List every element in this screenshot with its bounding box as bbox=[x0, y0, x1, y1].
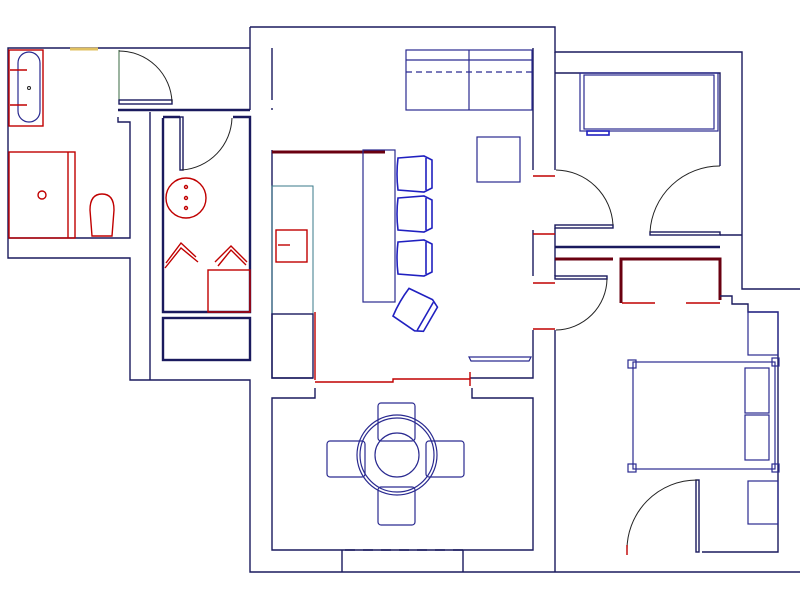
toilet-icon bbox=[89, 193, 115, 237]
heater-dot bbox=[183, 184, 189, 190]
dining-table bbox=[356, 414, 438, 496]
outer-wall bbox=[250, 26, 800, 290]
bedroom-1 bbox=[554, 72, 742, 249]
bed-2 bbox=[632, 361, 776, 470]
door-swing-icon bbox=[626, 479, 698, 553]
shower-drain-icon bbox=[37, 190, 47, 200]
coffee-table bbox=[476, 136, 521, 183]
door-swing-icon bbox=[181, 117, 233, 171]
door-leaf bbox=[554, 275, 608, 280]
outer-wall-left-wing bbox=[7, 47, 800, 573]
bed-1-mattress bbox=[583, 74, 715, 130]
door-swing-icon bbox=[118, 50, 173, 103]
dining-chair bbox=[425, 440, 465, 478]
shower-tray bbox=[8, 151, 76, 239]
dining-chair bbox=[377, 402, 416, 442]
sliding-door bbox=[315, 378, 470, 383]
closet-door-leaf bbox=[179, 116, 184, 171]
door-leaf bbox=[554, 224, 614, 229]
bedroom-2 bbox=[626, 311, 780, 555]
bathroom bbox=[8, 47, 131, 239]
door-leaf bbox=[649, 231, 721, 236]
bar-stool bbox=[396, 155, 433, 193]
dining-room bbox=[271, 388, 534, 572]
living-wall-right bbox=[470, 330, 534, 379]
nightstand bbox=[747, 311, 779, 356]
washbasin-icon bbox=[17, 51, 41, 123]
hallway bbox=[118, 48, 251, 380]
bed-post bbox=[771, 357, 780, 367]
pillow bbox=[744, 367, 770, 414]
bar-stool bbox=[396, 195, 433, 233]
bathroom-wall bbox=[8, 117, 131, 239]
hanger-icon bbox=[214, 245, 248, 267]
dining-chair bbox=[326, 440, 366, 478]
bedside-item bbox=[586, 130, 610, 136]
water-heater-icon bbox=[165, 177, 207, 219]
storage-cabinet bbox=[161, 316, 252, 362]
bed-post bbox=[627, 359, 637, 369]
bar-stools bbox=[392, 155, 439, 333]
door-swing-icon bbox=[649, 165, 721, 233]
kitchen-living bbox=[271, 48, 534, 386]
radiator bbox=[468, 356, 532, 362]
bed-1 bbox=[579, 72, 719, 132]
kitchen-cabinet bbox=[271, 313, 314, 379]
bed-post bbox=[771, 463, 780, 473]
bar-stool bbox=[392, 287, 439, 333]
dining-table-edge bbox=[359, 417, 435, 493]
bed-post bbox=[627, 463, 637, 473]
door-swing-icon bbox=[555, 169, 614, 226]
dining-wall bbox=[271, 388, 534, 551]
pillow bbox=[744, 414, 770, 461]
bedroom-2-wall bbox=[702, 295, 779, 553]
wardrobe-wall bbox=[619, 257, 722, 303]
table-center bbox=[374, 432, 420, 478]
drain-icon bbox=[27, 86, 31, 90]
hanger-icon bbox=[164, 241, 199, 269]
bar-counter bbox=[362, 149, 396, 303]
door-leaf bbox=[118, 99, 173, 105]
door-leaf bbox=[695, 479, 700, 553]
closet-wall bbox=[161, 115, 252, 314]
washing-machine bbox=[207, 269, 251, 313]
kitchen-sink-icon bbox=[275, 229, 308, 263]
closet bbox=[161, 115, 252, 362]
heater-dot bbox=[183, 205, 189, 211]
kitchen-wall bbox=[271, 150, 313, 379]
sofa bbox=[405, 49, 533, 111]
door-swing-icon bbox=[555, 278, 608, 331]
washbasin-counter bbox=[8, 49, 44, 127]
bar-stool bbox=[396, 239, 433, 277]
heater-dot bbox=[183, 195, 189, 201]
nightstand bbox=[747, 480, 779, 525]
dining-chair bbox=[377, 486, 416, 526]
corridor bbox=[533, 52, 556, 572]
